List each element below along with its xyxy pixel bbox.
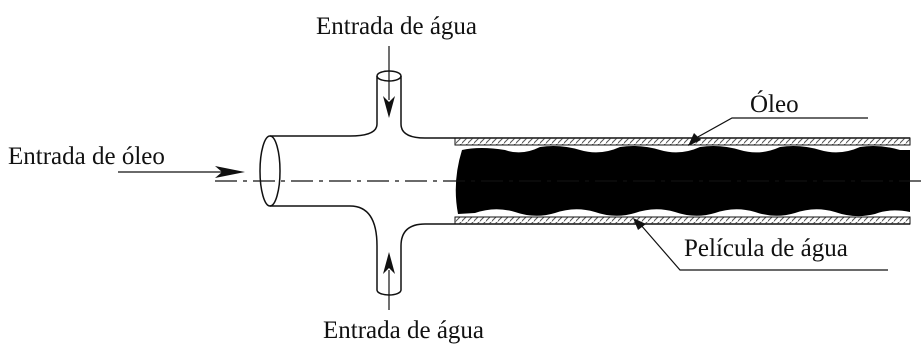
label-oil: Óleo bbox=[750, 91, 799, 118]
water-inlet-arrow-top bbox=[383, 46, 395, 118]
water-film-leader-line bbox=[633, 218, 888, 271]
label-water-inlet-bottom: Entrada de água bbox=[323, 317, 485, 344]
oil-inlet-arrow bbox=[118, 166, 245, 178]
oil-leader-line bbox=[688, 117, 868, 146]
water-film-top bbox=[454, 137, 911, 146]
main-pipe-walls bbox=[259, 123, 910, 247]
water-film-bottom bbox=[454, 216, 911, 225]
label-water-film: Película de água bbox=[684, 235, 848, 262]
label-water-inlet-top: Entrada de água bbox=[316, 13, 478, 40]
water-inlet-arrow-bottom bbox=[383, 252, 395, 310]
label-oil-inlet: Entrada de óleo bbox=[8, 143, 165, 170]
